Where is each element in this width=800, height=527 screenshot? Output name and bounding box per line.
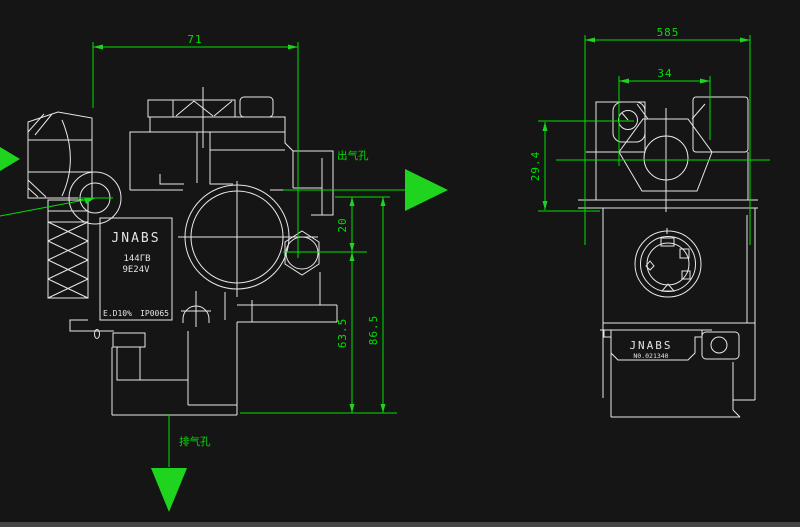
right-serial-label: N0.021340 xyxy=(633,352,668,360)
right-brand-label: JNABS xyxy=(629,339,672,352)
right-nameplate: JNABS N0.021340 xyxy=(629,339,672,360)
left-brand-label: JNABS xyxy=(111,231,160,246)
dim-offset-label: 20 xyxy=(336,217,349,232)
right-view-dimensions: 585 34 29.4 xyxy=(529,26,770,245)
dim-body-width-label: 585 xyxy=(657,26,680,39)
flow-arrow-right-icon xyxy=(405,169,448,211)
flow-arrow-down-icon xyxy=(151,468,187,512)
dim-lower-label: 63.5 xyxy=(336,318,349,349)
dim-width-label: 71 xyxy=(187,33,202,46)
bottom-strip xyxy=(0,522,800,527)
exhaust-port-label: 排气孔 xyxy=(179,435,211,448)
right-nameplate-box xyxy=(603,330,703,361)
left-duty-label: E.D10% xyxy=(103,309,132,318)
dim-top-width-label: 34 xyxy=(657,67,672,80)
left-view-geometry xyxy=(27,87,338,416)
electrical-connector-icon xyxy=(634,228,702,298)
left-nameplate-box xyxy=(99,217,173,321)
flow-arrow-left-icon xyxy=(0,147,20,171)
left-nameplate: JNABS 144ΓB 9E24V E.D10% IP0065 xyxy=(103,231,169,318)
left-view-dimensions: 71 20 63.5 86.5 出气孔 排气孔 xyxy=(0,33,448,512)
left-voltage-label: 9E24V xyxy=(122,265,150,275)
dim-height-label: 29.4 xyxy=(529,151,542,182)
left-ip-label: IP0065 xyxy=(140,309,169,318)
left-model-label: 144ΓB xyxy=(123,254,150,264)
dim-total-label: 86.5 xyxy=(367,315,380,346)
outlet-port-label: 出气孔 xyxy=(337,149,369,162)
